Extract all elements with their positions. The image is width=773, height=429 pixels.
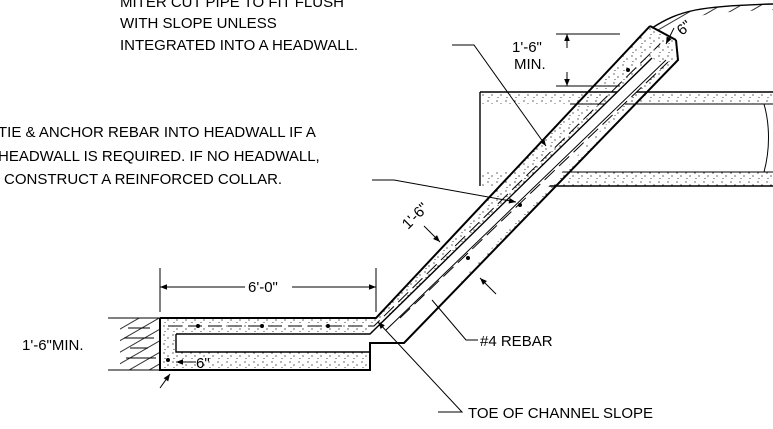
- concrete-lining: [159, 25, 680, 371]
- note-toe: TOE OF CHANNEL SLOPE: [377, 321, 653, 422]
- existing-ground: [651, 3, 773, 32]
- note-rebar: #4 REBAR: [431, 299, 553, 350]
- dim-top-depth: 1'-6" MIN.: [512, 33, 620, 87]
- tie-note-line2: HEADWALL IS REQUIRED. IF NO HEADWALL,: [0, 148, 320, 165]
- top-depth-label-1: 1'-6": [512, 39, 542, 56]
- toe-thickness-label: 6": [196, 355, 210, 372]
- dim-toe-depth: 1'-6"MIN.: [22, 317, 156, 371]
- tie-note-line1: TIE & ANCHOR REBAR INTO HEADWALL IF A: [0, 124, 316, 141]
- miter-note-line2: WITH SLOPE UNLESS: [120, 15, 277, 32]
- miter-note-line1: MITER CUT PIPE TO FIT FLUSH: [120, 0, 344, 11]
- tie-note-line3: CONSTRUCT A REINFORCED COLLAR.: [4, 171, 282, 188]
- toe-depth-label: 1'-6"MIN.: [22, 337, 84, 354]
- apron-length-label: 6'-0": [248, 279, 278, 296]
- dim-apron-length: 6'-0": [159, 268, 377, 312]
- note-miter-cut: MITER CUT PIPE TO FIT FLUSH WITH SLOPE U…: [120, 0, 547, 147]
- toe-note: TOE OF CHANNEL SLOPE: [468, 405, 653, 422]
- miter-note-line3: INTEGRATED INTO A HEADWALL.: [120, 37, 358, 54]
- rebar-note: #4 REBAR: [480, 333, 553, 350]
- dim-toe-thickness: 6": [159, 355, 210, 389]
- note-tie-anchor: TIE & ANCHOR REBAR INTO HEADWALL IF A HE…: [0, 124, 517, 204]
- slope-width-label: 1'-6": [399, 200, 432, 233]
- toe-soil: [120, 317, 160, 371]
- top-depth-label-2: MIN.: [514, 56, 546, 73]
